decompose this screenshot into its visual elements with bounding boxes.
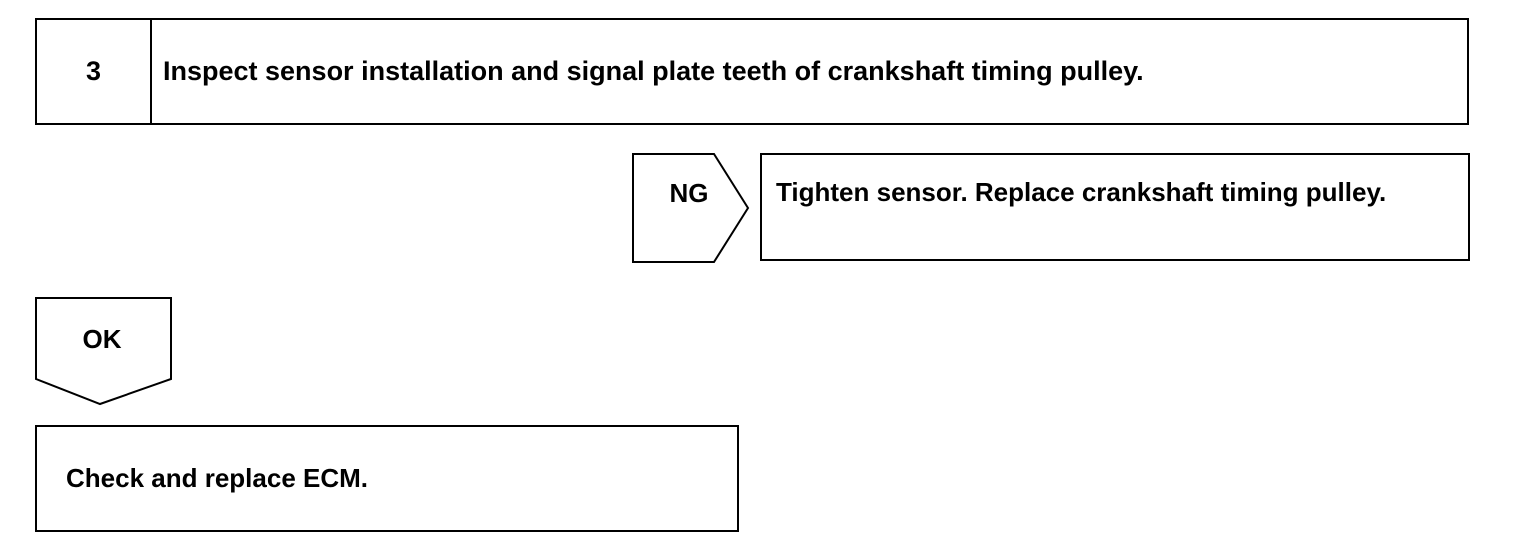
ng-label: NG <box>669 178 709 208</box>
step-box: 3 Inspect sensor installation and signal… <box>35 18 1469 125</box>
ok-action-text: Check and replace ECM. <box>66 463 368 493</box>
ng-arrow-outline <box>632 153 750 263</box>
ok-label: OK <box>82 324 122 354</box>
ng-arrow-shape <box>632 153 750 263</box>
ng-action-text: Tighten sensor. Replace crankshaft timin… <box>776 177 1387 207</box>
step-title: Inspect sensor installation and signal p… <box>163 56 1144 86</box>
ng-action-box: Tighten sensor. Replace crankshaft timin… <box>760 153 1470 261</box>
ok-arrow-shape <box>35 297 172 406</box>
ok-arrow-outline <box>35 297 172 406</box>
step-number: 3 <box>37 20 152 123</box>
ok-action-box: Check and replace ECM. <box>35 425 739 532</box>
